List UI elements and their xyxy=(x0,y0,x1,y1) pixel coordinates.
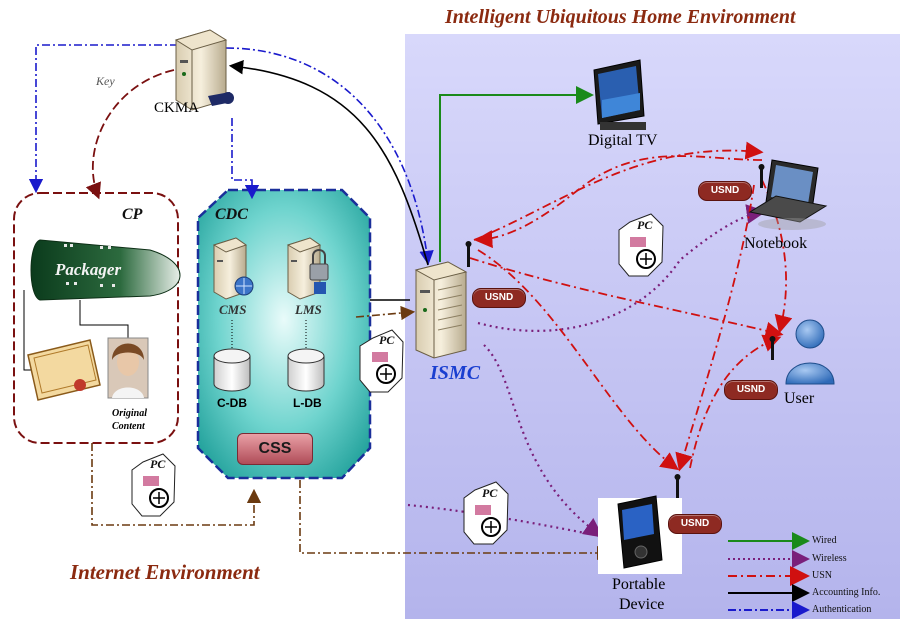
portable-device-icon xyxy=(598,495,682,574)
pc-badge-icon xyxy=(463,481,509,545)
portable-device-label-1: Portable xyxy=(612,576,666,593)
cms-server-icon xyxy=(212,237,254,300)
key-label: Key xyxy=(96,74,115,88)
pc-badge-icon xyxy=(618,213,664,277)
packager-label: Packager xyxy=(55,260,122,279)
l-db-label: L-DB xyxy=(293,396,322,410)
legend-authentication: Authentication xyxy=(812,604,872,615)
legend-wireless: Wireless xyxy=(812,553,847,564)
cp-label: CP xyxy=(122,206,143,223)
lms-server-icon xyxy=(286,237,329,300)
c-db-icon xyxy=(213,348,251,392)
original-content-label-2: Content xyxy=(112,421,145,432)
portable-device-label-2: Device xyxy=(619,596,665,613)
usnd-badge: USND xyxy=(472,288,526,308)
pc-badge-icon xyxy=(131,453,176,517)
ismc-server-icon xyxy=(414,261,468,359)
ckma-label: CKMA xyxy=(154,100,200,116)
usnd-badge: USND xyxy=(668,514,722,534)
pc-badge-icon xyxy=(359,329,404,393)
original-content-image xyxy=(107,337,149,399)
css-box: CSS xyxy=(237,433,313,465)
notebook-icon xyxy=(748,159,828,230)
pc-label: PC xyxy=(150,457,166,471)
internet-environment-title: Internet Environment xyxy=(70,560,260,584)
home-environment-title: Intelligent Ubiquitous Home Environment xyxy=(445,6,796,28)
ckma-server-icon xyxy=(174,29,234,111)
usnd-badge: USND xyxy=(724,380,778,400)
cms-label: CMS xyxy=(219,302,247,317)
lms-label: LMS xyxy=(295,302,322,317)
pc-label: PC xyxy=(379,333,395,347)
original-content-label-1: Original xyxy=(112,408,148,419)
legend-accounting: Accounting Info. xyxy=(812,587,881,598)
legend-wired: Wired xyxy=(812,535,837,546)
legend xyxy=(728,532,810,619)
user-icon xyxy=(785,319,835,385)
certificate-icon xyxy=(27,339,101,401)
pc-label: PC xyxy=(637,218,653,232)
packager-icon xyxy=(30,239,181,301)
cdc-label: CDC xyxy=(215,206,248,223)
pc-label: PC xyxy=(482,486,498,500)
legend-usn: USN xyxy=(812,570,833,581)
cp-box xyxy=(13,192,179,444)
digital-tv-icon xyxy=(593,59,646,130)
notebook-label: Notebook xyxy=(744,235,808,252)
ismc-label: ISMC xyxy=(430,362,481,384)
usnd-badge: USND xyxy=(698,181,752,201)
user-label: User xyxy=(784,390,815,407)
c-db-label: C-DB xyxy=(217,396,247,410)
l-db-icon xyxy=(287,348,325,392)
digital-tv-label: Digital TV xyxy=(588,132,658,149)
antenna-icon xyxy=(465,164,776,498)
